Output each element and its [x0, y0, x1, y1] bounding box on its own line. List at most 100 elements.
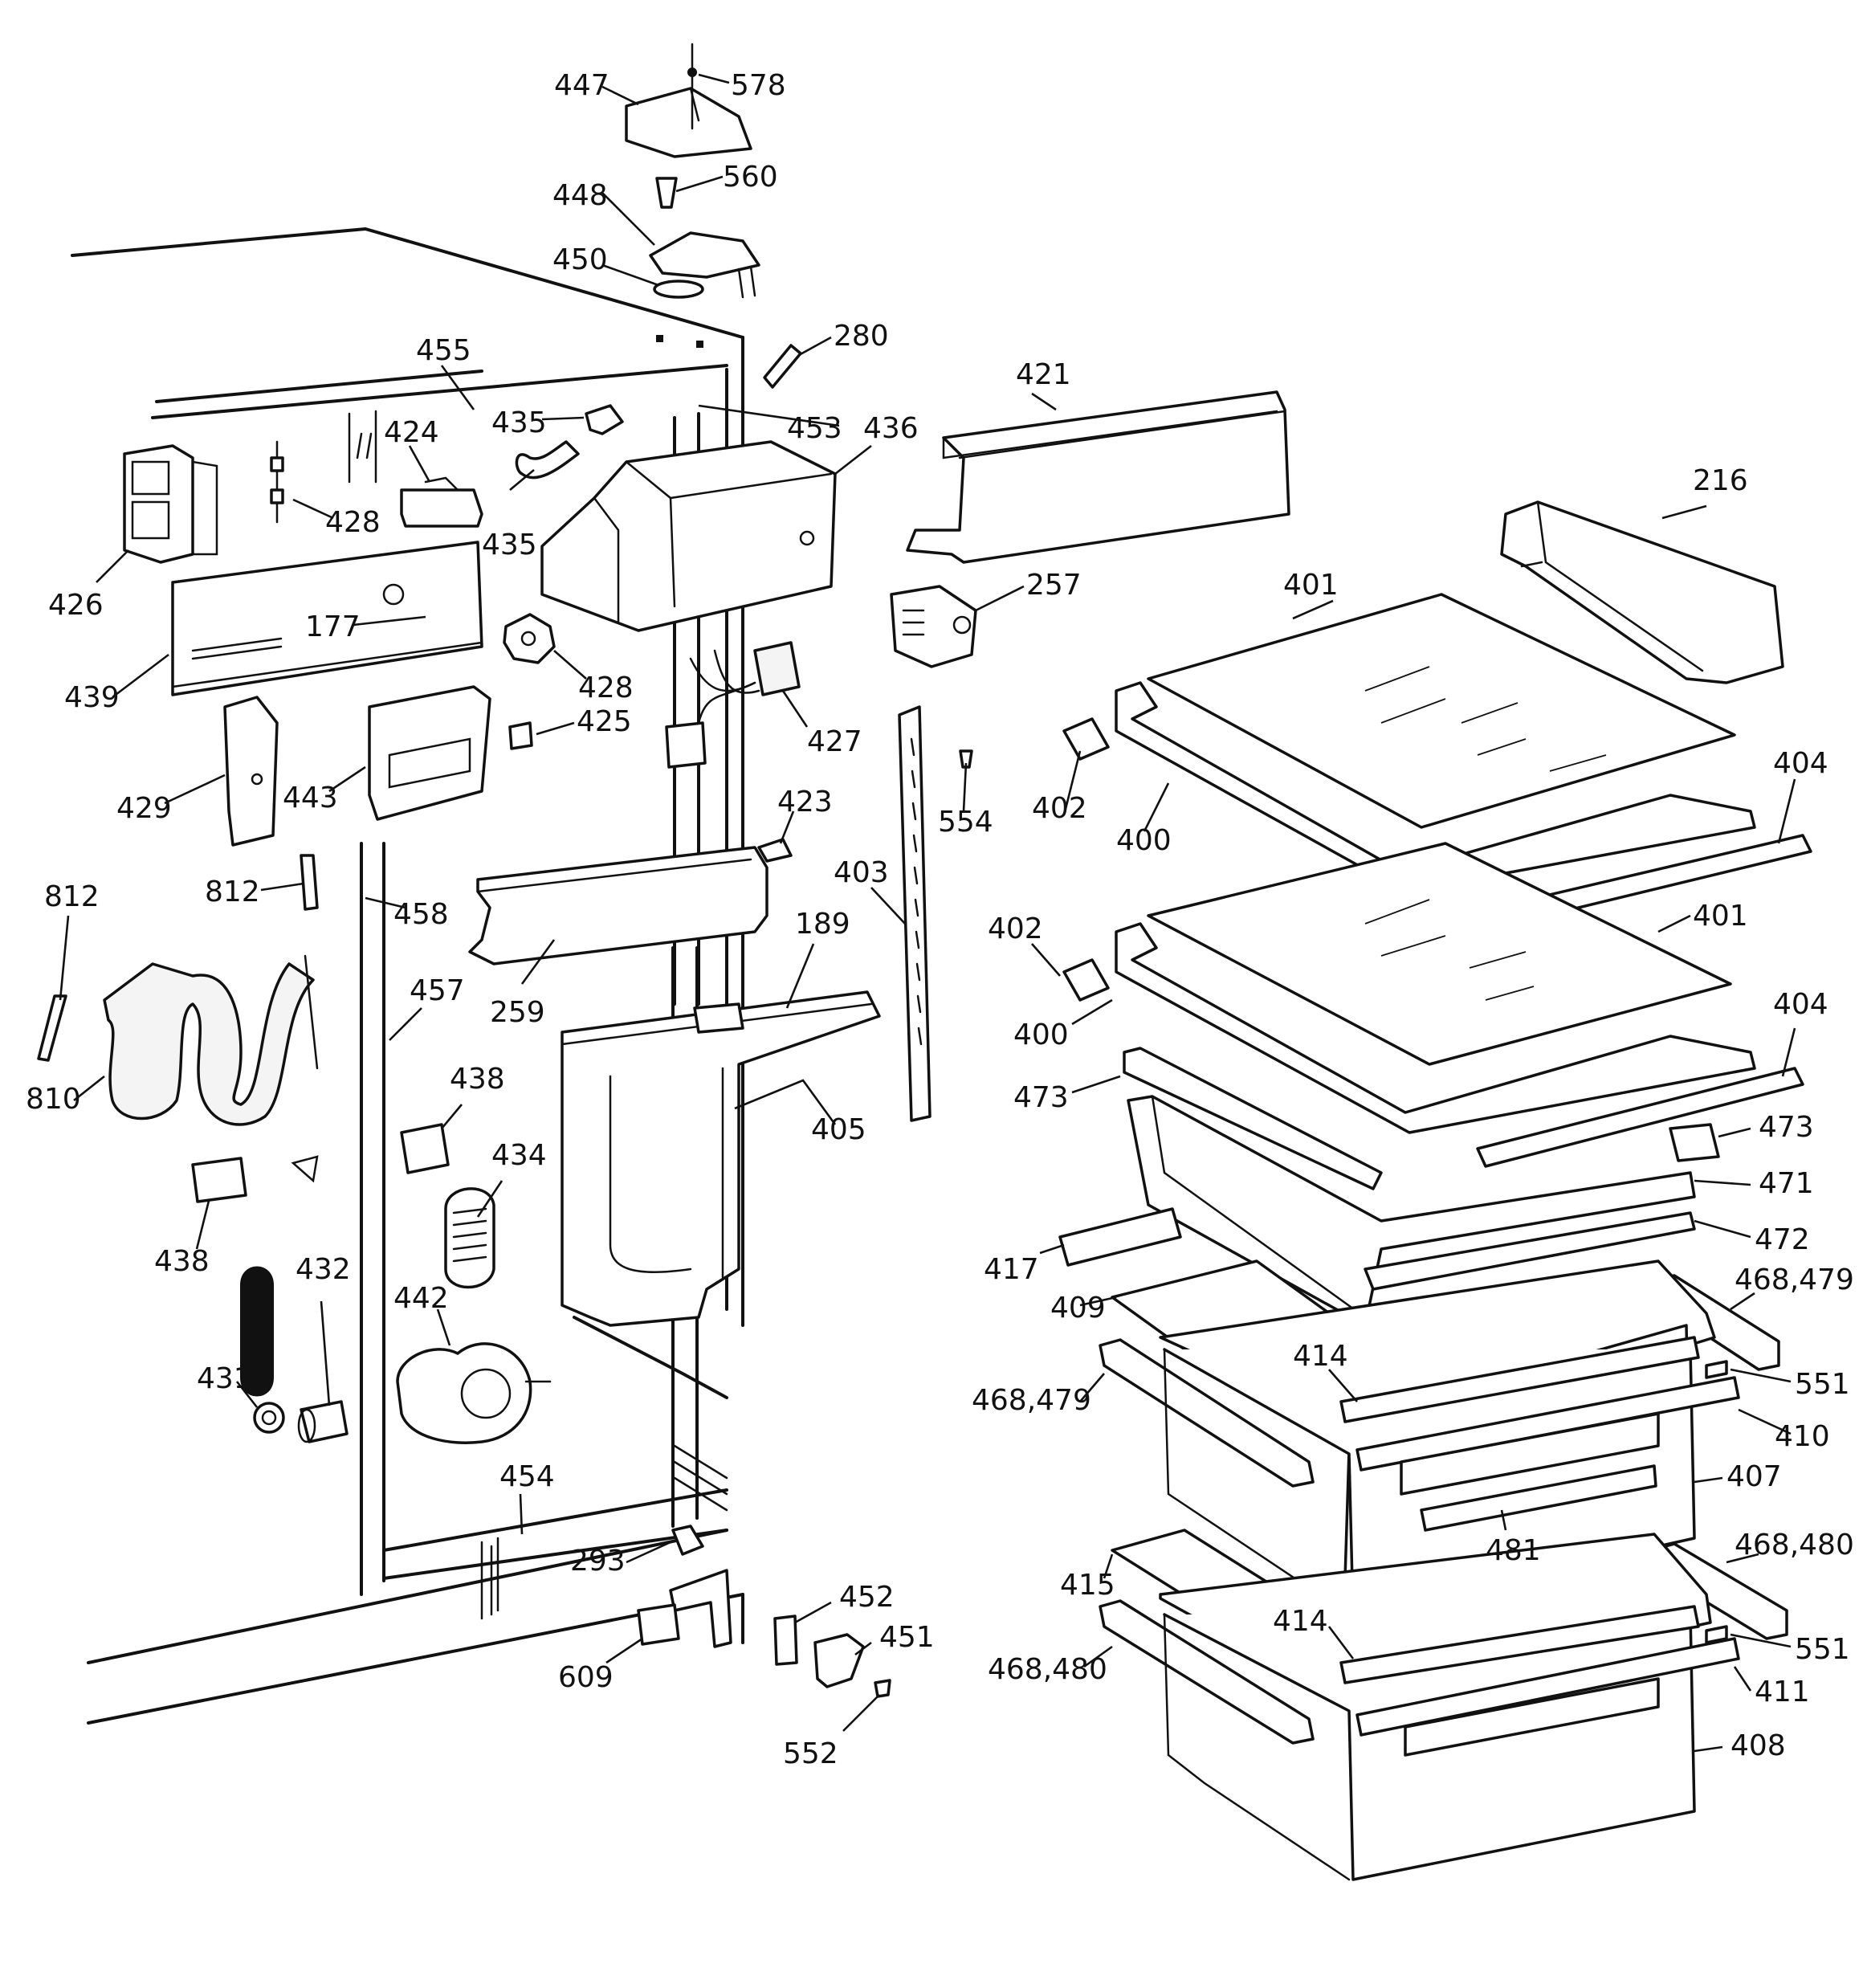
sleeve-425 [508, 721, 533, 750]
bushing-432 [300, 1400, 349, 1443]
cover-259 [468, 846, 768, 965]
label-435b: 435 [482, 529, 537, 561]
screw-551a [1705, 1360, 1728, 1379]
lower-left-parts [37, 854, 891, 1698]
label-436: 436 [863, 412, 919, 445]
label-293: 293 [570, 1545, 626, 1578]
cover-410 [1355, 1376, 1740, 1472]
label-452: 452 [839, 1581, 895, 1614]
handle-481 [1400, 1412, 1660, 1496]
label-812b: 812 [44, 880, 100, 913]
bushing-431 [253, 1402, 285, 1434]
heater-810 [103, 962, 315, 1126]
gear-428 [503, 613, 556, 664]
gasket-431-oval [240, 1266, 274, 1397]
label-404a: 404 [1773, 747, 1828, 780]
shelf-parts [906, 390, 1812, 1881]
label-471: 471 [1759, 1167, 1814, 1200]
label-551a: 551 [1795, 1368, 1850, 1401]
label-428b: 428 [578, 672, 634, 704]
bracket-439 [171, 541, 483, 696]
label-426: 426 [48, 589, 104, 622]
label-434: 434 [491, 1139, 547, 1172]
grommet-438b [191, 1157, 247, 1203]
label-447: 447 [554, 69, 609, 102]
label-415: 415 [1060, 1569, 1115, 1602]
label-448: 448 [552, 179, 608, 212]
bracket-443 [368, 685, 491, 821]
top-hinge-assembly [625, 43, 802, 389]
glass-shelf-401a [1147, 593, 1736, 829]
label-453: 453 [787, 412, 842, 445]
label-473b: 473 [1759, 1111, 1814, 1144]
label-401a: 401 [1283, 569, 1339, 602]
label-438a: 438 [450, 1063, 505, 1096]
label-554: 554 [938, 806, 993, 839]
wiring-harness-427 [753, 641, 801, 696]
label-560: 560 [723, 161, 778, 194]
label-455: 455 [416, 334, 471, 367]
label-408: 408 [1731, 1729, 1786, 1762]
shelf-frame-400b [1115, 922, 1756, 1134]
part-labels: 578 447 560 448 450 280 455 435 453 436 … [26, 69, 1854, 1770]
label-400a: 400 [1116, 824, 1172, 857]
label-451: 451 [879, 1621, 935, 1654]
label-402b: 402 [988, 912, 1043, 945]
switch-424 [400, 488, 483, 528]
cover-472 [1364, 1211, 1696, 1291]
support-473a [1123, 1047, 1383, 1190]
bracket-429 [223, 696, 279, 847]
tube-812b [37, 994, 67, 1062]
label-812a: 812 [205, 876, 260, 908]
label-280: 280 [834, 320, 889, 353]
cover-411 [1355, 1637, 1740, 1737]
label-439: 439 [64, 681, 120, 714]
hinge-451 [813, 1633, 865, 1688]
label-431: 431 [197, 1362, 252, 1395]
label-468c: 468,480 [1735, 1529, 1854, 1561]
label-407: 407 [1726, 1460, 1782, 1493]
rail-414a [1339, 1336, 1700, 1423]
connector-427 [665, 721, 707, 769]
label-216: 216 [1693, 464, 1748, 497]
bracket-405-top [693, 1002, 744, 1034]
label-552: 552 [783, 1737, 838, 1770]
bracket-417 [1058, 1207, 1182, 1267]
label-411: 411 [1755, 1676, 1810, 1708]
label-457: 457 [410, 974, 465, 1007]
rail-403 [898, 705, 932, 1122]
label-443: 443 [283, 782, 338, 814]
label-432: 432 [296, 1253, 351, 1286]
center-parts [468, 705, 932, 1327]
part-280 [763, 344, 802, 389]
clip-293 [671, 1525, 704, 1556]
label-177: 177 [305, 610, 361, 643]
label-425: 425 [577, 705, 632, 738]
label-609: 609 [558, 1661, 614, 1694]
label-442: 442 [393, 1282, 449, 1315]
control-housing-436 [540, 440, 837, 632]
label-409: 409 [1050, 1292, 1106, 1325]
label-454: 454 [499, 1460, 555, 1493]
label-402a: 402 [1032, 792, 1087, 825]
label-405: 405 [811, 1113, 866, 1146]
label-257: 257 [1026, 569, 1082, 602]
shim-450 [653, 280, 704, 299]
label-472: 472 [1755, 1223, 1810, 1256]
label-458: 458 [393, 898, 449, 931]
label-810: 810 [26, 1083, 81, 1116]
label-551b: 551 [1795, 1633, 1850, 1666]
label-400b: 400 [1013, 1018, 1069, 1051]
label-417: 417 [984, 1253, 1039, 1286]
label-438b: 438 [154, 1245, 210, 1278]
label-481: 481 [1486, 1534, 1541, 1567]
label-473a: 473 [1013, 1081, 1069, 1114]
switch-609 [637, 1603, 680, 1646]
tube-812a [300, 854, 319, 911]
leader-lines [59, 73, 1796, 1753]
connector-423 [757, 838, 793, 863]
screw-554 [959, 749, 973, 769]
support-473b [1669, 1123, 1720, 1162]
label-421: 421 [1016, 358, 1071, 391]
